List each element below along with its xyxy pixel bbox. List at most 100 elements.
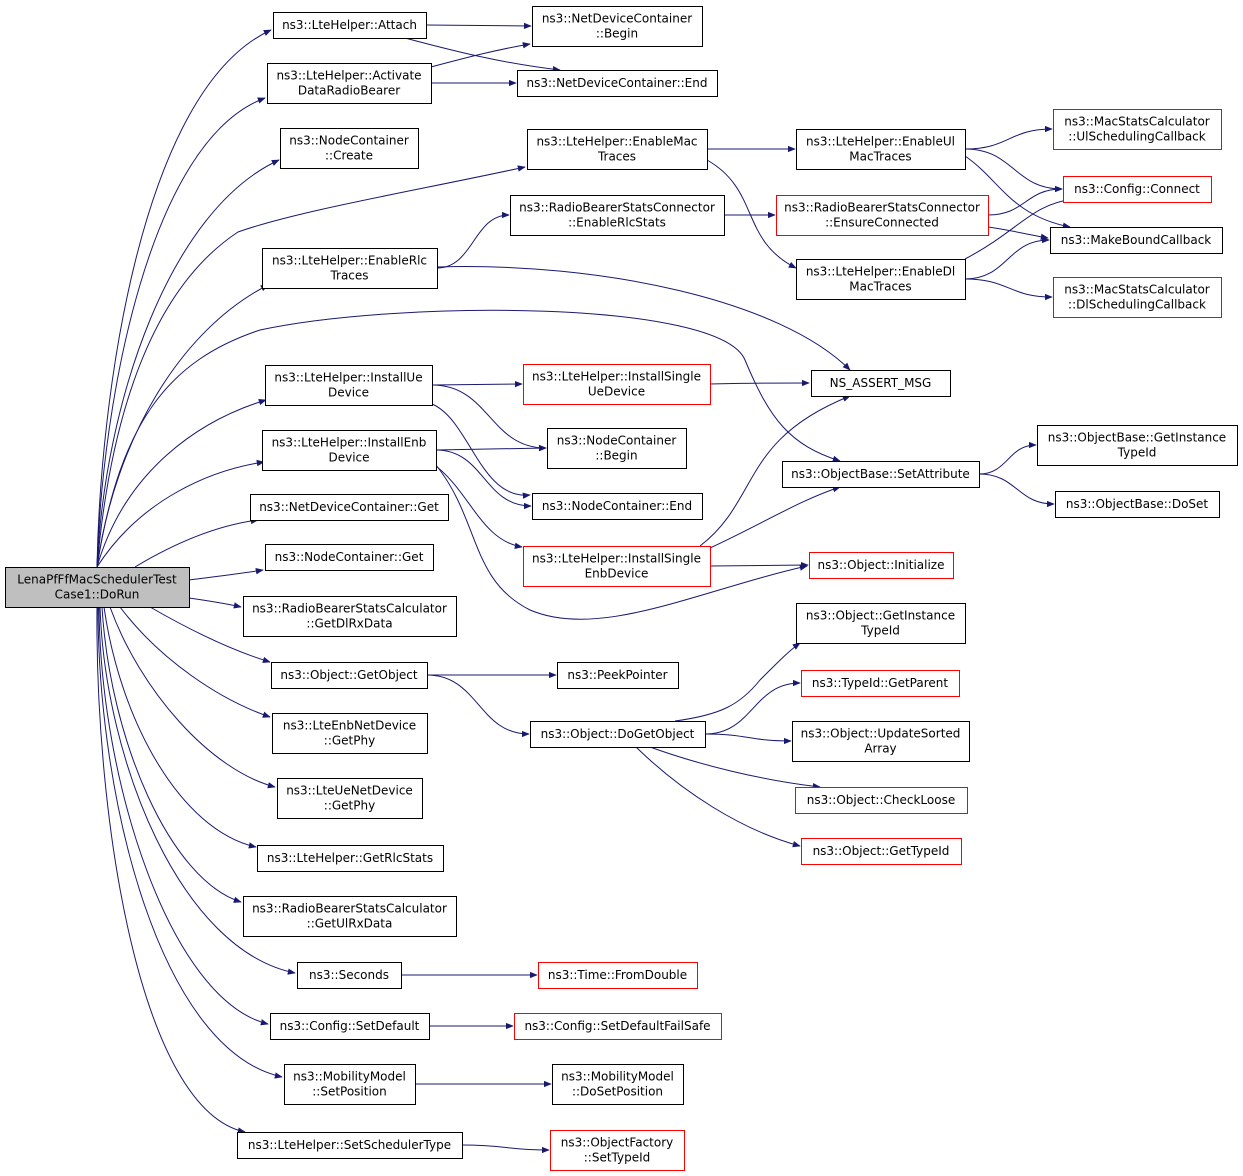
node-ue-getphy[interactable]: ns3::LteUeNetDevice::GetPhy [277,778,423,819]
node-box [796,129,966,170]
node-label-line: ns3::Object::GetInstance [806,609,955,623]
node-label-line: Device [328,386,369,400]
node-obj-getobject[interactable]: ns3::Object::GetObject [271,662,428,689]
node-box [262,248,438,289]
node-peekpointer[interactable]: ns3::PeekPointer [557,662,679,689]
edge-root-to-lte-activate [96,97,266,568]
edge-lte-setsched-to-of-settypeid [461,1144,550,1154]
node-label-line: ns3::RadioBearerStatsConnector [784,201,980,215]
node-box [1037,425,1238,466]
node-mm-dosetposition[interactable]: ns3::MobilityModel::DoSetPosition [552,1064,684,1105]
edge-obj-dogetobject-to-typeid-getparent [704,679,801,735]
node-label-line: UeDevice [588,385,645,399]
node-cfg-setdefaultfailsafe[interactable]: ns3::Config::SetDefaultFailSafe [514,1013,722,1040]
node-rbsc-getdl[interactable]: ns3::RadioBearerStatsCalculator::GetDlRx… [243,596,457,637]
edge-root-to-obj-getobject [149,606,271,663]
node-msc-dlsched[interactable]: ns3::MacStatsCalculator::DlSchedulingCal… [1053,277,1222,318]
node-label-line: ::GetPhy [324,734,375,748]
node-ob-setattribute[interactable]: ns3::ObjectBase::SetAttribute [782,461,980,488]
node-label-line: ns3::NodeContainer::End [542,499,692,513]
node-typeid-getparent[interactable]: ns3::TypeId::GetParent [801,670,960,697]
node-obj-dogetobject[interactable]: ns3::Object::DoGetObject [530,721,706,748]
node-mm-setposition[interactable]: ns3::MobilityModel::SetPosition [284,1064,416,1105]
node-lte-attach[interactable]: ns3::LteHelper::Attach [273,12,427,39]
node-ndc-end[interactable]: ns3::NetDeviceContainer::End [517,70,718,97]
node-cfg-connect[interactable]: ns3::Config::Connect [1063,176,1212,203]
node-obj-checkloose[interactable]: ns3::Object::CheckLoose [795,787,968,814]
node-seconds[interactable]: ns3::Seconds [297,962,402,989]
node-box [262,430,437,471]
node-obj-gettypeid[interactable]: ns3::Object::GetTypeId [801,838,962,865]
node-box [523,546,711,587]
edge-root-to-ob-setattribute [96,309,841,568]
edge-lte-enabledl-to-makeboundcallback [964,236,1050,280]
node-nc-get[interactable]: ns3::NodeContainer::Get [265,544,434,571]
node-label-line: ns3::Object::DoGetObject [541,727,695,741]
node-time-fromdouble[interactable]: ns3::Time::FromDouble [538,962,698,989]
node-label-line: ns3::NodeContainer::Get [275,550,424,564]
node-ndc-begin[interactable]: ns3::NetDeviceContainer::Begin [532,6,703,47]
node-rbsc-getul[interactable]: ns3::RadioBearerStatsCalculator::GetUlRx… [243,896,457,937]
node-box [514,1013,722,1040]
edge-ob-setattribute-to-ob-doset [978,473,1055,508]
node-label-line: ns3::LteHelper::InstallEnb [272,436,427,450]
node-label-line: ::GetUlRxData [307,917,393,931]
node-box [530,721,706,748]
node-box [550,1130,685,1171]
node-label-line: TypeId [1117,446,1157,460]
node-ns-assert[interactable]: NS_ASSERT_MSG [811,370,951,397]
node-ob-doset[interactable]: ns3::ObjectBase::DoSet [1055,491,1220,518]
node-rbsconn-ensure[interactable]: ns3::RadioBearerStatsConnector::EnsureCo… [776,195,989,236]
node-label-line: ns3::MobilityModel [561,1070,674,1084]
node-enb-getphy[interactable]: ns3::LteEnbNetDevice::GetPhy [272,713,428,754]
node-label-line: Case1::DoRun [55,588,140,602]
node-ndc-get[interactable]: ns3::NetDeviceContainer::Get [250,494,449,521]
node-makeboundcallback[interactable]: ns3::MakeBoundCallback [1050,227,1223,254]
edge-root-to-rbsc-getul [101,606,242,903]
node-msc-ulsched[interactable]: ns3::MacStatsCalculator::UlSchedulingCal… [1053,109,1222,150]
edge-lte-installenb-to-nc-end [435,449,532,510]
node-box [801,838,962,865]
node-label-line: NS_ASSERT_MSG [830,376,932,390]
node-label-line: ns3::Time::FromDouble [548,968,687,982]
node-label-line: ns3::Config::SetDefault [280,1019,420,1033]
edge-lte-installenb-to-lte-installsingleenb [431,462,523,549]
node-box [547,428,687,469]
node-lte-setsched[interactable]: ns3::LteHelper::SetSchedulerType [237,1132,463,1159]
node-nc-end[interactable]: ns3::NodeContainer::End [532,493,703,520]
node-obj-initialize[interactable]: ns3::Object::Initialize [809,552,954,579]
node-label-line: ::Begin [595,449,637,463]
node-label-line: ns3::MacStatsCalculator [1064,283,1210,297]
edge-lte-installsingleenb-to-ob-setattribute [709,486,841,549]
node-cfg-setdefault[interactable]: ns3::Config::SetDefault [270,1013,430,1040]
node-box [265,365,433,406]
node-of-settypeid[interactable]: ns3::ObjectFactory::SetTypeId [550,1130,685,1171]
node-box [523,364,711,405]
edge-obj-getobject-to-obj-dogetobject [426,674,530,738]
node-label-line: ns3::LteHelper::EnableDl [806,265,955,279]
node-label-line: LenaPfFfMacSchedulerTest [17,573,177,587]
node-label-line: ::EnableRlcStats [568,216,666,230]
edge-root-to-lte-setsched [96,606,246,1134]
node-lte-getrlcstats[interactable]: ns3::LteHelper::GetRlcStats [257,845,444,872]
node-nc-create[interactable]: ns3::NodeContainer::Create [280,128,419,169]
node-label-line: ns3::Object::GetTypeId [813,844,950,858]
node-label-line: ns3::LteEnbNetDevice [283,719,416,733]
node-rbsconn-enablerlc[interactable]: ns3::RadioBearerStatsConnector::EnableRl… [510,195,725,236]
edge-lte-installenb-to-nc-begin [435,444,547,452]
edge-root-to-enb-getphy [119,606,271,718]
node-nc-begin[interactable]: ns3::NodeContainer::Begin [547,428,687,469]
